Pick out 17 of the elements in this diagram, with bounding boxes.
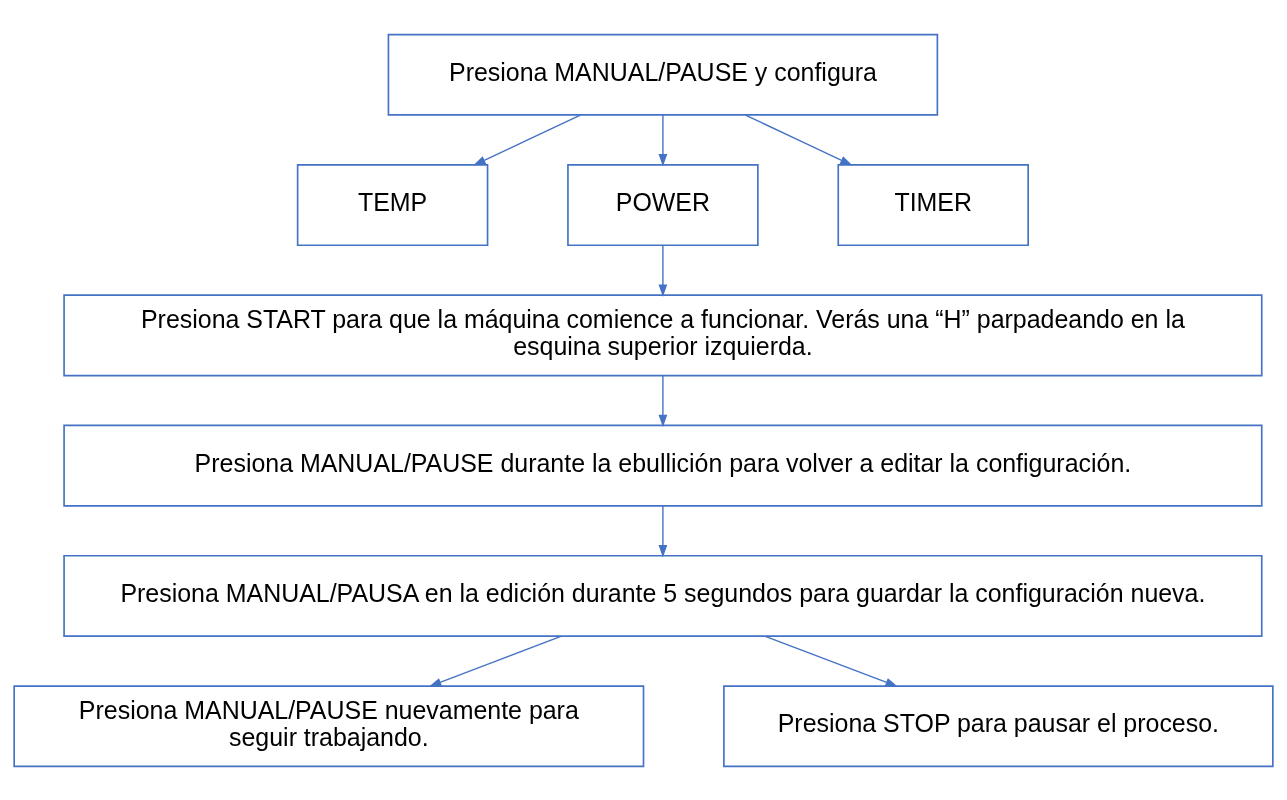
arrow bbox=[658, 113, 668, 167]
arrow bbox=[473, 113, 582, 166]
arrow bbox=[658, 374, 668, 427]
arrow bbox=[764, 635, 898, 687]
node-box: Presiona MANUAL/PAUSE durante la ebullición para volver a editar la configuración. bbox=[63, 424, 1263, 507]
arrow bbox=[658, 244, 668, 297]
node-box: Presiona MANUAL/PAUSA en la edición durante 5 segundos para guardar la configuración nueva. bbox=[63, 554, 1263, 637]
arrow bbox=[428, 635, 562, 687]
node-box: Presiona START para que la máquina comience a funcionar. Verás una “H” parpadeando en la esquina superior izquierda. bbox=[63, 293, 1263, 376]
node-box: Presiona MANUAL/PAUSE nuevamente para seguir trabajando. bbox=[13, 684, 645, 767]
node-box: POWER bbox=[567, 163, 759, 246]
node-box: TEMP bbox=[296, 163, 489, 246]
node-box: Presiona STOP para pausar el proceso. bbox=[723, 684, 1274, 767]
arrow bbox=[658, 504, 668, 557]
node-box: TIMER bbox=[837, 163, 1029, 246]
node-box: Presiona MANUAL/PAUSE y configura bbox=[387, 33, 939, 116]
arrow bbox=[744, 113, 853, 166]
